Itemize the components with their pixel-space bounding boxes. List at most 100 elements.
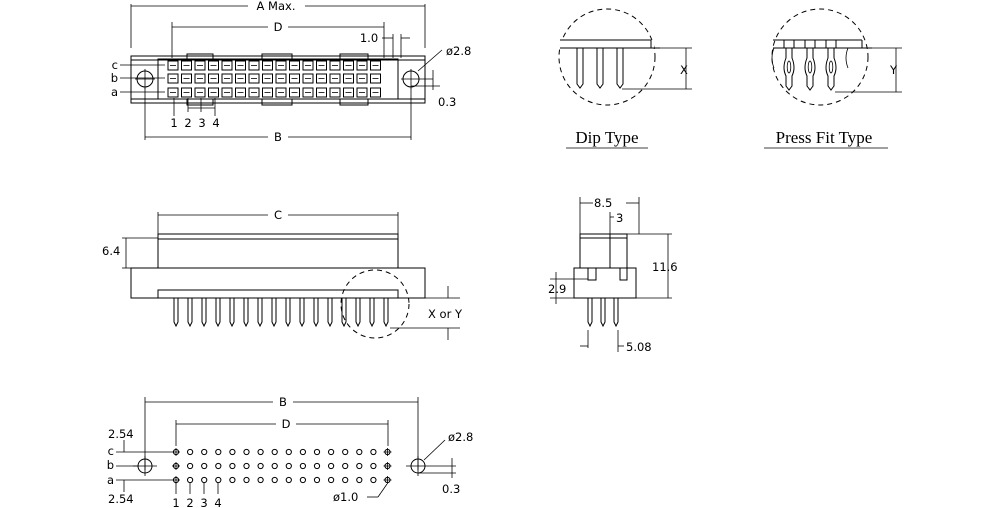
dim-2-9: 2.9 [548, 282, 566, 296]
side-pin [299, 298, 305, 328]
pin-hole [257, 476, 264, 484]
side-view: C 6.4 X or Y [102, 208, 463, 340]
press-fit-pin [804, 48, 816, 91]
footprint-grid [172, 448, 392, 484]
contact-cell [221, 60, 233, 71]
foot-pin-num-4: 4 [214, 496, 221, 508]
press-fit-eye [828, 60, 834, 74]
contact-cell [248, 87, 260, 98]
contact-cell [208, 60, 219, 71]
dim-5-08: 5.08 [626, 340, 652, 354]
contact-grid [167, 60, 381, 98]
pin-hole [285, 476, 292, 484]
side-pin [313, 298, 319, 328]
contact-cell [167, 87, 179, 98]
pin-hole [342, 476, 349, 484]
pin-hole [187, 448, 194, 456]
dim-b-top: B [274, 130, 282, 144]
contact-cell [302, 87, 314, 98]
side-pin [369, 298, 375, 328]
pin-hole [201, 462, 208, 470]
foot-pin-num-3: 3 [200, 496, 207, 508]
pin-hole [313, 462, 321, 470]
dim-hole-dia-bottom: ø2.8 [448, 430, 473, 444]
side-pin [215, 298, 221, 328]
dim-d-bottom: D [282, 417, 291, 431]
contact-cell [275, 87, 287, 98]
side-pin [271, 298, 277, 328]
side-pins [173, 298, 389, 328]
contact-cell [289, 60, 300, 71]
pin-hole [187, 462, 194, 470]
contact-cell [248, 60, 260, 71]
pin-num-4: 4 [212, 116, 219, 130]
contact-cell [343, 73, 354, 84]
partial-pin [771, 47, 775, 69]
contact-cell [167, 60, 179, 71]
dim-c: C [274, 208, 282, 222]
press-fit-detail: Y Press Fit Type [764, 8, 902, 149]
pin-hole [370, 462, 377, 470]
contact-cell [343, 60, 354, 71]
contact-cell [329, 60, 341, 71]
dim-hole-dia-top: ø2.8 [446, 44, 471, 58]
row-label-c: c [112, 58, 118, 72]
press-fit-pin [825, 48, 837, 91]
contact-cell [235, 60, 246, 71]
contact-cell [356, 87, 368, 98]
contact-cell [275, 73, 287, 84]
contact-cell [316, 73, 327, 84]
dim-x-or-y: X or Y [428, 307, 463, 321]
footprint-view: B D c b a 2.54 2.54 1 2 3 4 [107, 395, 474, 508]
pin-hole [370, 476, 377, 484]
side-pin [383, 298, 389, 328]
contact-cell [181, 87, 192, 98]
pin-hole [215, 462, 222, 470]
contact-cell [370, 73, 381, 84]
side-pin [173, 298, 179, 328]
contact-cell [343, 87, 354, 98]
pin-hole [229, 462, 236, 470]
pin-hole [328, 448, 335, 456]
contact-cell [370, 87, 381, 98]
side-pin [201, 298, 207, 328]
pin-hole [187, 476, 194, 484]
dim-width-8-5: 8.5 [594, 196, 612, 210]
row-label-a: a [111, 85, 118, 99]
pin-hole [299, 476, 306, 484]
dim-pitch-2-54-top: 2.54 [108, 427, 134, 441]
contact-cell [194, 73, 206, 84]
dim-b-bottom: B [279, 395, 287, 409]
dim-pin-dia: ø1.0 [333, 490, 358, 504]
press-fit-eye [807, 60, 813, 74]
pin-hole [243, 476, 250, 484]
pin-hole [215, 448, 222, 456]
side-pin [341, 298, 347, 328]
contact-cell [221, 73, 233, 84]
top-view: A Max. D 1.0 c [111, 0, 472, 144]
pin-hole [271, 448, 278, 456]
dim-d-top: D [274, 20, 283, 34]
pin-hole [201, 476, 208, 484]
side-pin [243, 298, 249, 328]
pin-hole [299, 448, 306, 456]
contact-cell [356, 60, 368, 71]
pin-num-2: 2 [184, 116, 191, 130]
contact-cell [208, 87, 219, 98]
foot-pin-num-1: 1 [172, 496, 179, 508]
pin-hole [342, 462, 349, 470]
pin-hole [342, 448, 349, 456]
contact-cell [262, 73, 273, 84]
end-view: 8.5 3 11.6 2.9 5.08 [548, 196, 678, 354]
pin-hole [271, 476, 278, 484]
contact-cell [181, 60, 192, 71]
dip-type-title: Dip Type [575, 128, 638, 147]
contact-cell [262, 87, 273, 98]
partial-pin [845, 47, 849, 69]
detail-circle [340, 269, 410, 339]
pin-hole [328, 476, 335, 484]
contact-cell [262, 60, 273, 71]
side-pin [355, 298, 361, 328]
contact-cell [289, 87, 300, 98]
